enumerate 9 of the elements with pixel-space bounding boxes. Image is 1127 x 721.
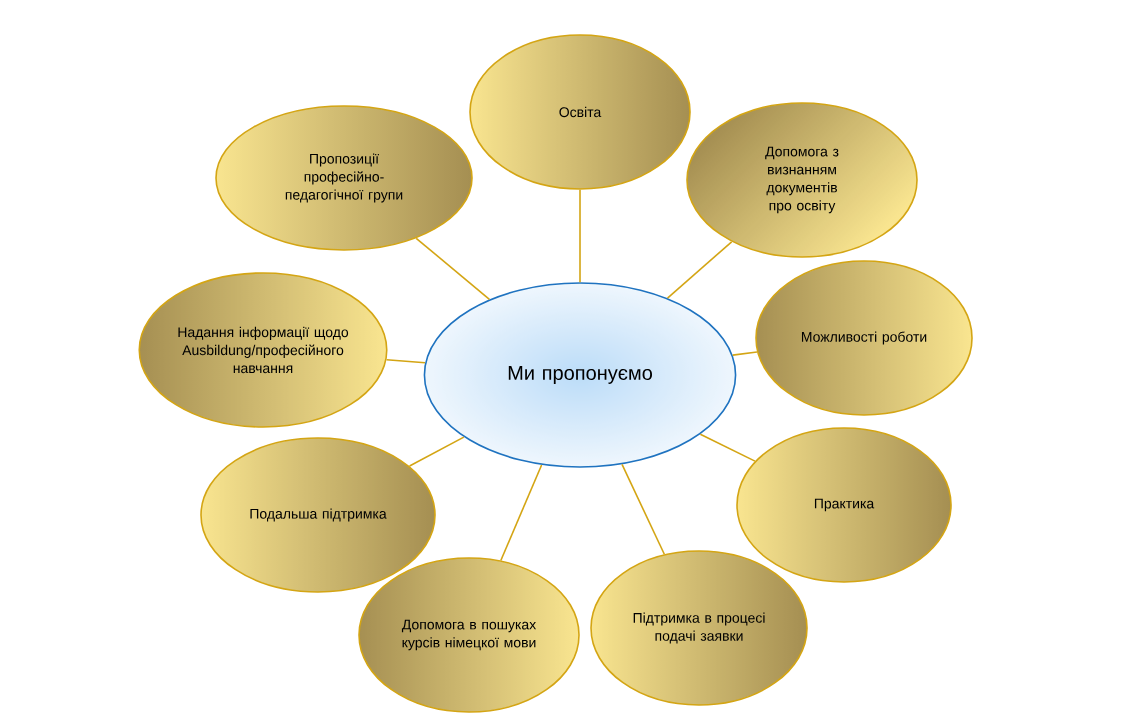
connector-line: [731, 351, 758, 356]
connector-line: [415, 237, 491, 301]
connector-line: [408, 436, 465, 467]
connector-line: [666, 241, 733, 299]
connector-line: [621, 463, 666, 556]
connector-line: [699, 433, 756, 462]
connector-line: [385, 358, 426, 364]
connector-line: [579, 189, 581, 283]
connector-line: [500, 464, 543, 562]
